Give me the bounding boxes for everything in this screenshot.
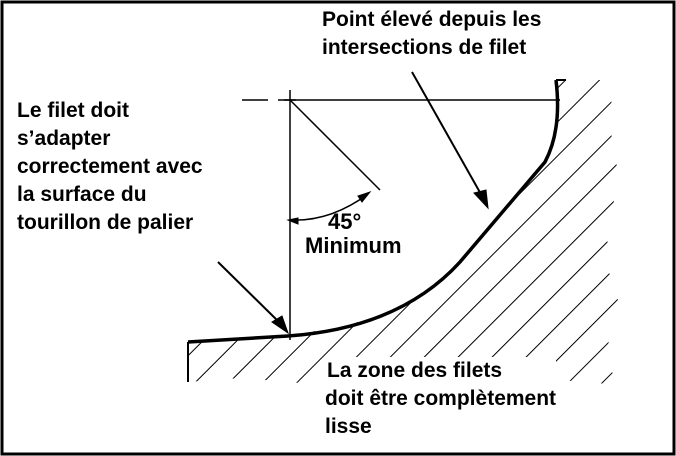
high-point-label-line2: intersections de filet (322, 36, 527, 59)
fillet-fit-label: Le filet doit s’adapter correctement ave… (17, 97, 203, 237)
fillet-fit-label-line2: s’adapter (17, 127, 111, 150)
leader-arrows (217, 71, 489, 335)
fillet-fit-label-line3: correctement avec (17, 155, 203, 178)
leader-arrow-left (217, 261, 283, 326)
smooth-zone-label-line2: doit être complètement (325, 387, 557, 410)
angle-label: 45° (328, 209, 362, 234)
arrowhead-left (271, 315, 289, 335)
high-point-label-line1: Point élevé depuis les (322, 8, 542, 31)
smooth-zone-label: La zone des filets doit être complètemen… (325, 357, 557, 441)
leader-arrow-top (411, 71, 483, 197)
fillet-fit-label-line5: tourillon de palier (17, 211, 194, 234)
hatched-section (187, 79, 620, 385)
angle-minimum-label: Minimum (305, 233, 402, 258)
fillet-fit-label-line1: Le filet doit (17, 99, 129, 122)
smooth-zone-label-line1: La zone des filets (325, 357, 557, 385)
hatch-fill (188, 80, 620, 385)
smooth-zone-label-line3: lisse (325, 415, 372, 438)
arrowhead-top (473, 189, 489, 210)
construction-lines (242, 90, 560, 340)
fillet-profile (187, 79, 560, 344)
fillet-fit-label-line4: la surface du (17, 183, 147, 206)
high-point-label: Point élevé depuis les intersections de … (322, 6, 541, 62)
